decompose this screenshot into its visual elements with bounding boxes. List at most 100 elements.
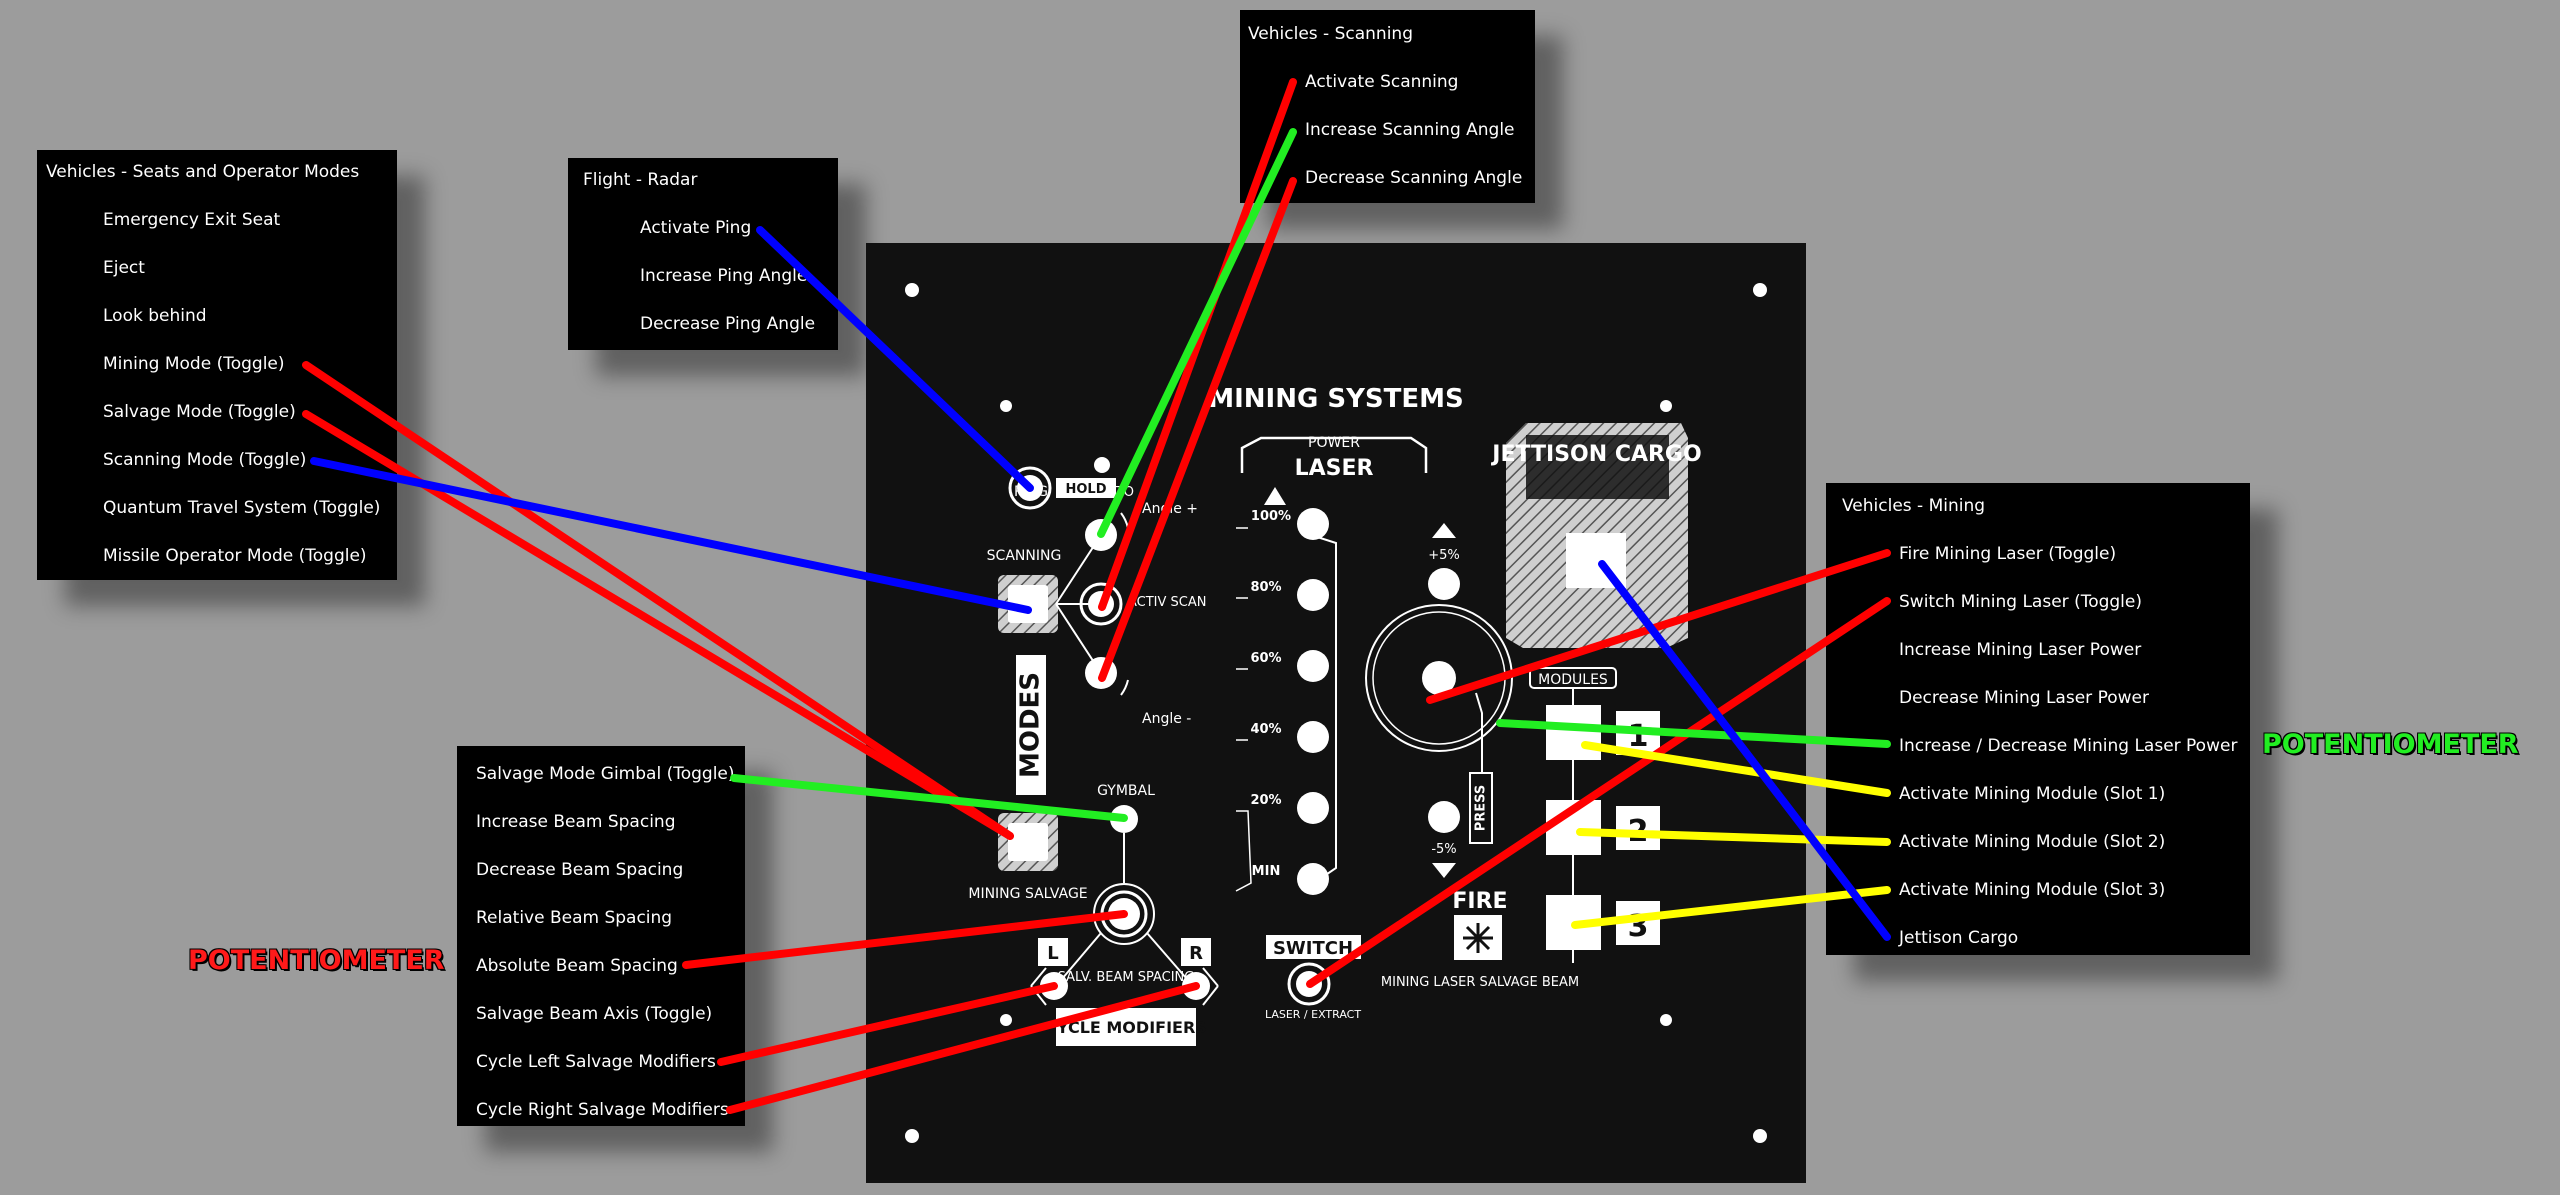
list-item-emergency-exit-seat: Emergency Exit Seat xyxy=(103,210,281,230)
power-level-buttons: 100% 80% 60% 40% 20% MIN xyxy=(1250,508,1329,895)
power-20-button[interactable] xyxy=(1297,792,1329,824)
vehicles-scanning-list: Vehicles - Scanning Activate Scanning In… xyxy=(1240,10,1535,203)
list-item-activate-scanning: Activate Scanning xyxy=(1305,72,1459,92)
beam-spacing-label: SALV. BEAM SPACING xyxy=(1058,970,1195,985)
list-item-inc-dec-laser-power: Increase / Decrease Mining Laser Power xyxy=(1899,736,2238,756)
power-up-arrow-icon xyxy=(1432,523,1456,538)
flight-radar-list: Flight - Radar Activate Ping Increase Pi… xyxy=(568,158,838,350)
line-activate-scanning xyxy=(1098,78,1297,611)
power-level-label: 60% xyxy=(1250,651,1281,666)
jettison-label: JETTISON CARGO xyxy=(1490,442,1701,467)
right-badge: R xyxy=(1189,943,1203,964)
list-item-look-behind: Look behind xyxy=(103,306,207,326)
cycle-modifiers-label: CYCLE MODIFIERS xyxy=(1045,1018,1207,1037)
line-cycle-left xyxy=(717,982,1058,1066)
screw-holes xyxy=(905,283,1767,1143)
list-item-eject: Eject xyxy=(103,258,145,278)
list-item-salvage-beam-axis: Salvage Beam Axis (Toggle) xyxy=(476,1004,713,1024)
list-item-increase-ping-angle: Increase Ping Angle xyxy=(640,266,808,286)
salvage-list: Salvage Mode Gimbal (Toggle) Increase Be… xyxy=(457,746,745,1126)
press-label: PRESS xyxy=(1474,785,1489,832)
modules-label: MODULES xyxy=(1538,672,1608,688)
power-level-label: 40% xyxy=(1250,722,1281,737)
list-item-relative-beam-spacing: Relative Beam Spacing xyxy=(476,908,673,928)
switch-label: SWITCH xyxy=(1273,938,1353,959)
list-item-absolute-beam-spacing: Absolute Beam Spacing xyxy=(476,956,678,976)
flight-radar-title: Flight - Radar xyxy=(583,170,698,190)
power-label: POWER xyxy=(1308,435,1360,451)
line-absolute-beam-spacing xyxy=(682,910,1128,969)
laser-power-knob[interactable] xyxy=(1422,661,1456,695)
power-level-label: 100% xyxy=(1251,509,1291,524)
plus5-label: +5% xyxy=(1428,548,1460,563)
panel-title: MINING SYSTEMS xyxy=(1208,384,1464,414)
line-activate-ping xyxy=(756,226,1034,492)
vehicles-mining-title: Vehicles - Mining xyxy=(1842,496,1986,516)
list-item-scanning-mode: Scanning Mode (Toggle) xyxy=(103,450,307,470)
angle-minus-label: Angle - xyxy=(1142,711,1191,727)
power-60-button[interactable] xyxy=(1297,650,1329,682)
power-level-label: 20% xyxy=(1250,793,1281,808)
power-level-label: MIN xyxy=(1252,864,1281,879)
line-salvage-gimbal xyxy=(730,774,1128,822)
line-module-slot-2 xyxy=(1576,828,1891,846)
seats-modes-title: Vehicles - Seats and Operator Modes xyxy=(46,162,360,182)
modes-label: MODES xyxy=(1016,672,1046,778)
fire-sub-label: MINING LASER SALVAGE BEAM xyxy=(1381,975,1579,990)
line-decrease-scanning-angle xyxy=(1098,177,1297,682)
list-item-missile-operator: Missile Operator Mode (Toggle) xyxy=(103,546,367,566)
mining-systems-panel: MINING SYSTEMS PING 10s AUTO HOLD SCANNI… xyxy=(866,243,1806,1183)
list-item-cycle-left-modifiers: Cycle Left Salvage Modifiers xyxy=(476,1052,716,1072)
power-min-button[interactable] xyxy=(1297,863,1329,895)
power-40-button[interactable] xyxy=(1297,721,1329,753)
fire-burst-icon xyxy=(1463,923,1493,953)
hold-label: HOLD xyxy=(1065,482,1106,497)
laser-label: LASER xyxy=(1295,456,1374,481)
fire-label: FIRE xyxy=(1452,889,1507,914)
line-cycle-right xyxy=(726,982,1200,1114)
seats-modes-list: Vehicles - Seats and Operator Modes Emer… xyxy=(37,150,397,580)
mining-salvage-label: MINING SALVAGE xyxy=(968,886,1087,902)
power-minus5-button[interactable] xyxy=(1428,801,1460,833)
list-item-mining-module-slot-1: Activate Mining Module (Slot 1) xyxy=(1899,784,2166,804)
list-item-decrease-laser-power: Decrease Mining Laser Power xyxy=(1899,688,2149,708)
list-item-increase-laser-power: Increase Mining Laser Power xyxy=(1899,640,2142,660)
ping-button-ring xyxy=(1008,466,1052,510)
list-item-decrease-scanning-angle: Decrease Scanning Angle xyxy=(1305,168,1523,188)
module-slot-1-button[interactable] xyxy=(1546,705,1601,760)
power-down-arrow-icon xyxy=(1432,863,1456,878)
left-badge: L xyxy=(1047,943,1058,964)
list-item-salvage-gimbal: Salvage Mode Gimbal (Toggle) xyxy=(476,764,735,784)
list-item-activate-ping: Activate Ping xyxy=(640,218,752,238)
list-item-mining-mode: Mining Mode (Toggle) xyxy=(103,354,285,374)
list-item-decrease-ping-angle: Decrease Ping Angle xyxy=(640,314,816,334)
hold-badge xyxy=(1056,478,1116,498)
switch-sub-label: LASER / EXTRACT xyxy=(1265,1008,1361,1021)
line-fire-mining-laser xyxy=(1426,549,1891,704)
list-item-decrease-beam-spacing: Decrease Beam Spacing xyxy=(476,860,684,880)
minus5-label: -5% xyxy=(1431,842,1456,857)
power-level-label: 80% xyxy=(1250,580,1281,595)
active-scan-label: ACTIV SCAN xyxy=(1128,595,1207,610)
line-module-slot-3 xyxy=(1571,886,1891,929)
list-item-mining-module-slot-2: Activate Mining Module (Slot 2) xyxy=(1899,832,2166,852)
list-item-increase-scanning-angle: Increase Scanning Angle xyxy=(1305,120,1515,140)
list-item-switch-mining-laser: Switch Mining Laser (Toggle) xyxy=(1899,592,2142,612)
line-jettison-cargo xyxy=(1598,560,1891,941)
line-laser-power-pot xyxy=(1496,719,1891,748)
power-plus5-button[interactable] xyxy=(1428,568,1460,600)
vehicles-mining-list: Vehicles - Mining Fire Mining Laser (Tog… xyxy=(1826,483,2250,955)
warning-icon xyxy=(1264,487,1286,505)
line-increase-scanning-angle xyxy=(1097,128,1297,538)
power-80-button[interactable] xyxy=(1297,579,1329,611)
power-100-button[interactable] xyxy=(1297,508,1329,540)
vehicles-scanning-title: Vehicles - Scanning xyxy=(1248,24,1413,44)
modes-bar xyxy=(1016,655,1046,795)
list-item-mining-module-slot-3: Activate Mining Module (Slot 3) xyxy=(1899,880,2166,900)
list-item-salvage-mode: Salvage Mode (Toggle) xyxy=(103,402,296,422)
line-switch-mining-laser xyxy=(1306,597,1891,988)
auto-indicator xyxy=(1094,457,1110,473)
list-item-fire-mining-laser: Fire Mining Laser (Toggle) xyxy=(1899,544,2117,564)
potentiometer-label-right: POTENTIOMETER xyxy=(2262,729,2519,760)
